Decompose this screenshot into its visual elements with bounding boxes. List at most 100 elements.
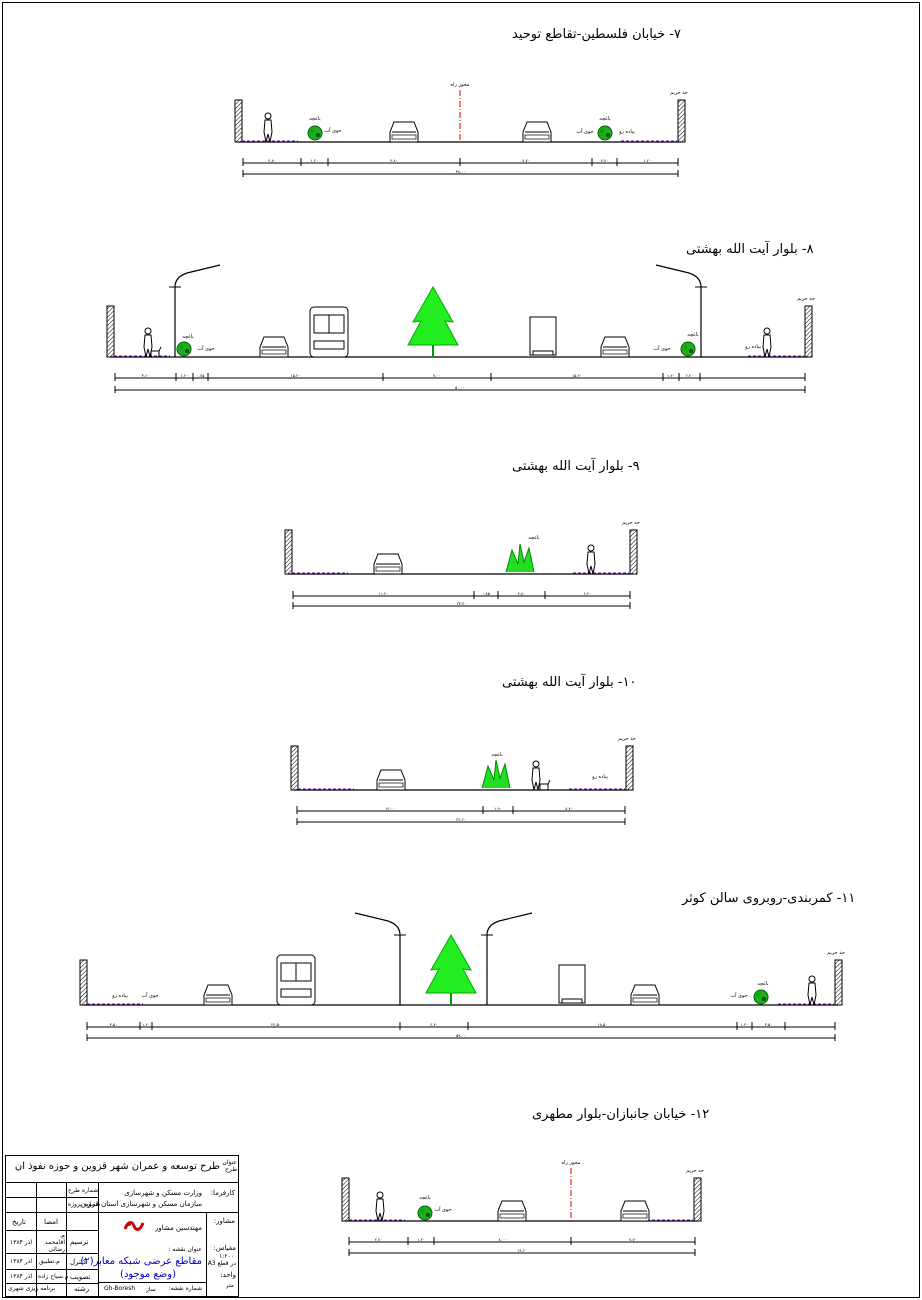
role-approve: تصویب xyxy=(70,1273,91,1281)
sheet-number: Gh-Boresh xyxy=(104,1285,136,1292)
planter-label: باغچه xyxy=(419,1195,430,1201)
property-edge-label: حد حریم xyxy=(618,736,636,742)
sheet-code: ساز xyxy=(146,1286,156,1293)
gutter-label: جوی آب xyxy=(434,1206,451,1213)
total-width-value: ۵۹.۰۰ xyxy=(456,1033,466,1038)
sidewalk-label: پیاده رو xyxy=(744,344,761,350)
boundary-wall xyxy=(234,99,243,143)
dimension-value: ۱۲.۰۰ xyxy=(385,806,395,811)
property-edge-label: حد حریم xyxy=(686,1168,704,1174)
gutter-label: جوی آب xyxy=(653,345,670,352)
street-lamp-icon xyxy=(169,264,221,357)
car-icon xyxy=(373,553,403,575)
boundary-wall xyxy=(629,529,638,575)
section-11-title: ۱۱- کمربندی-روبروی سالن کوثر xyxy=(682,891,856,906)
property-edge-label: حد حریم xyxy=(797,296,815,302)
bus-icon xyxy=(309,306,349,358)
plan-number-label: شماره طرح xyxy=(68,1187,99,1194)
gutter-label: جوی آب xyxy=(324,127,341,134)
total-width-value: ۵۰.۰۰ xyxy=(455,385,465,390)
dimension-value: ۷.۷۰ xyxy=(601,158,609,163)
dimension-value: ۸.۷۰ xyxy=(565,806,573,811)
planter-label: باغچه xyxy=(599,116,610,122)
section-10-title: ۱۰- بلوار آیت الله بهشتی xyxy=(502,675,637,690)
dimension-value: ۱.۹۰ xyxy=(494,806,502,811)
pedestrian-icon xyxy=(807,975,817,1006)
approver-date: آذر ۱۳۸۴ xyxy=(10,1273,33,1280)
dimension-value: ۲۴.۵۰ xyxy=(271,1022,281,1027)
project-title: طرح توسعه و عمران شهر قزوین و حوزه نفوذ … xyxy=(14,1161,220,1172)
controller-name: م.تطبیق xyxy=(39,1258,60,1265)
sign-header: امضا xyxy=(44,1218,58,1226)
car-icon xyxy=(522,121,552,143)
total-width-value: ۱۹.۶۰ xyxy=(517,1248,527,1253)
section-8-title: ۸- بلوار آیت الله بهشتی xyxy=(686,242,814,257)
boundary-wall xyxy=(341,1177,350,1222)
gutter-label: جوی آب xyxy=(141,992,158,999)
dimension-value: ۱.۲۰ xyxy=(644,158,652,163)
dog-icon xyxy=(150,346,162,357)
dimension-value: ۶.۲۰ xyxy=(686,373,694,378)
dimension-value: ۴.۸۰ xyxy=(390,158,398,163)
dimension-value: ۱۵.۲۰ xyxy=(572,373,582,378)
car-icon xyxy=(203,984,233,1006)
tree-icon xyxy=(407,285,459,357)
boundary-wall xyxy=(284,529,293,575)
property-edge-label: حد حریم xyxy=(827,950,845,956)
bush-icon xyxy=(505,543,535,573)
pedestrian-icon xyxy=(762,327,772,358)
median-axis-label: محور راه xyxy=(562,1160,581,1166)
boundary-wall xyxy=(693,1177,702,1222)
planter-shrub-icon xyxy=(417,1205,433,1221)
dimension-value: ۳.۶۰ xyxy=(142,373,150,378)
role-draw: ترسیم xyxy=(70,1238,89,1246)
gutter-label: جوی آب xyxy=(730,992,747,999)
dimension-value: ۱.۲۰ xyxy=(311,158,319,163)
planter-shrub-icon xyxy=(176,341,192,357)
sidewalk-label: پیاده رو xyxy=(591,774,608,780)
project-label: عنوان طرح xyxy=(222,1159,237,1173)
boundary-wall xyxy=(804,305,813,358)
section-9-title: ۹- بلوار آیت الله بهشتی xyxy=(512,459,640,474)
consultant-label: مشاور: xyxy=(213,1217,235,1225)
scale-label: مقیاس: xyxy=(213,1244,236,1252)
street-lamp-icon xyxy=(481,912,533,1005)
dimension-value: ۷.۷۰ xyxy=(629,1237,637,1242)
dimension-value: ۴.۸۰ xyxy=(518,591,526,596)
boundary-wall xyxy=(834,959,843,1006)
discipline-label: رشته xyxy=(74,1285,90,1293)
car-icon xyxy=(600,336,630,358)
pedestrian-icon xyxy=(263,112,273,143)
sheet-title-line2: (وضع موجود) xyxy=(120,1269,176,1280)
dimension-value: ۸.۰۰ xyxy=(499,1237,507,1242)
gutter-label: جوی آب xyxy=(197,345,214,352)
drafter-name: م. آقامحمد رضائی xyxy=(44,1232,65,1253)
section-12-title: ۱۲- خیابان جانبازان-بلوار مطهری xyxy=(532,1107,710,1122)
boundary-wall xyxy=(106,305,115,358)
dimension-value: ۱.۲۰ xyxy=(142,1022,150,1027)
discipline-name: برنامه ریزی شهری xyxy=(8,1285,56,1292)
dimension-value: ۱.۲۰ xyxy=(181,373,189,378)
bush-icon xyxy=(481,759,511,789)
boundary-wall xyxy=(625,745,634,791)
bus-icon xyxy=(276,954,316,1006)
sidewalk-label: پیاده رو xyxy=(618,129,635,135)
car-icon xyxy=(630,984,660,1006)
drafter-date: آذر ۱۳۸۴ xyxy=(10,1239,33,1246)
planter-label: باغچه xyxy=(182,334,193,340)
median-axis-label: محور راه xyxy=(451,82,470,88)
dimension-value: ۱.۲۰ xyxy=(417,1237,425,1242)
planter-shrub-icon xyxy=(597,125,613,141)
dimension-value: ۳.۵۰ xyxy=(110,1022,118,1027)
street-lamp-icon xyxy=(655,264,707,357)
dimension-value: ۱.۲۰ xyxy=(741,1022,749,1027)
planter-label: باغچه xyxy=(309,116,320,122)
planter-shrub-icon xyxy=(307,125,323,141)
employer-ministry: وزارت مسکن و شهرسازی xyxy=(124,1189,202,1197)
boundary-wall xyxy=(79,959,88,1006)
